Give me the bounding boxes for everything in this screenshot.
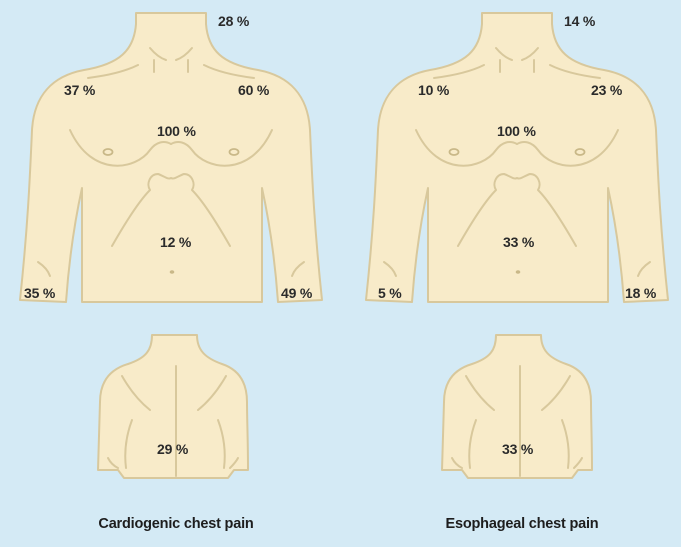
abdomen-percent: 12 % bbox=[160, 234, 192, 250]
caption-esophageal: Esophageal chest pain bbox=[446, 516, 599, 532]
left-arm-percent: 49 % bbox=[281, 285, 313, 301]
right-shoulder-percent: 10 % bbox=[418, 82, 450, 98]
right-shoulder-percent: 37 % bbox=[64, 82, 96, 98]
left-shoulder-percent: 60 % bbox=[238, 82, 270, 98]
front-torso-figure bbox=[366, 13, 668, 302]
right-arm-percent: 35 % bbox=[24, 285, 56, 301]
panel-cardiogenic: 28 % 37 % 60 % 100 % 12 % 35 % 49 % 29 %… bbox=[20, 13, 322, 532]
back-percent: 33 % bbox=[502, 441, 534, 457]
neck-percent: 28 % bbox=[218, 13, 250, 29]
abdomen-percent: 33 % bbox=[503, 234, 535, 250]
neck-percent: 14 % bbox=[564, 13, 596, 29]
caption-cardiogenic: Cardiogenic chest pain bbox=[98, 516, 253, 532]
front-torso-figure bbox=[20, 13, 322, 302]
back-percent: 29 % bbox=[157, 441, 189, 457]
right-arm-percent: 5 % bbox=[378, 285, 402, 301]
chest-percent: 100 % bbox=[157, 123, 196, 139]
chest-percent: 100 % bbox=[497, 123, 536, 139]
left-arm-percent: 18 % bbox=[625, 285, 657, 301]
panel-esophageal: 14 % 10 % 23 % 100 % 33 % 5 % 18 % 33 % … bbox=[366, 13, 668, 532]
left-shoulder-percent: 23 % bbox=[591, 82, 623, 98]
